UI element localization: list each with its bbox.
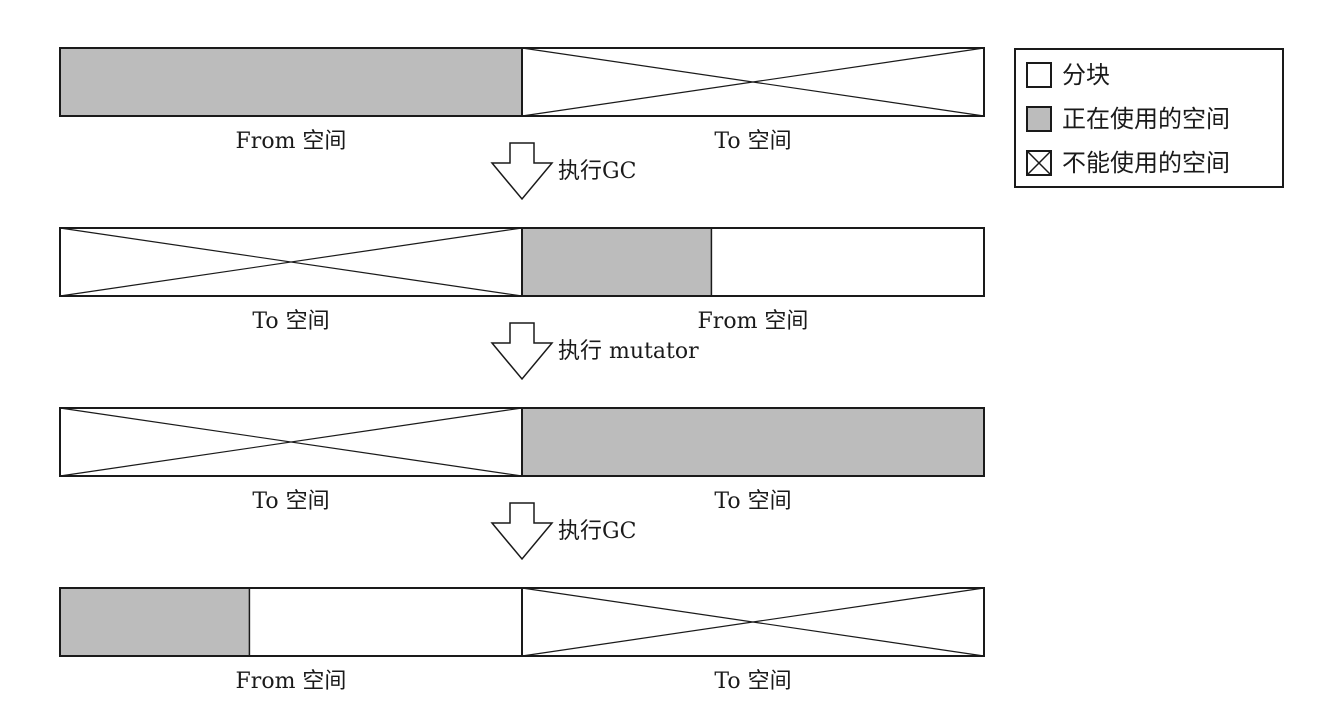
row-2-left-label: To 空间: [252, 309, 329, 334]
down-arrow-icon: [490, 142, 554, 201]
row-1-right-cross-line-b: [521, 47, 985, 117]
row-4-left-used-region: [60, 588, 250, 656]
legend-label-unusable: 不能使用的空间: [1062, 149, 1230, 177]
transition-label-3: 执行GC: [558, 519, 636, 544]
down-arrow-icon: [490, 322, 554, 381]
row-1-left-label: From 空间: [236, 129, 347, 154]
legend-label-block: 分块: [1062, 61, 1110, 89]
transition-label-1: 执行GC: [558, 159, 636, 184]
row-4-right-label: To 空间: [714, 669, 791, 694]
legend-label-used: 正在使用的空间: [1062, 105, 1230, 133]
row-1-left-used-region: [60, 48, 522, 116]
row-1-right-label: To 空间: [714, 129, 791, 154]
unusable-space-swatch-icon: [1026, 150, 1052, 176]
legend-item-used: 正在使用的空间: [1026, 104, 1230, 134]
row-3-left-cross-line-b: [59, 407, 523, 477]
transition-label-2: 执行 mutator: [558, 339, 699, 364]
legend-item-unusable: 不能使用的空间: [1026, 148, 1230, 178]
row-4-left-label: From 空间: [236, 669, 347, 694]
legend-item-block: 分块: [1026, 60, 1110, 90]
empty-block-swatch-icon: [1026, 62, 1052, 88]
row-3-right-label: To 空间: [714, 489, 791, 514]
semispace-diagram: From 空间 To 空间 To 空间 From 空间 To 空间 To 空间 From 空…: [59, 47, 985, 694]
row-3-right-used-region: [522, 408, 984, 476]
down-arrow-icon: [490, 502, 554, 561]
row-2-right-label: From 空间: [698, 309, 809, 334]
row-3-left-label: To 空间: [252, 489, 329, 514]
row-2-left-cross-line-b: [59, 227, 523, 297]
row-2-right-used-region: [522, 228, 712, 296]
used-space-swatch-icon: [1026, 106, 1052, 132]
row-4-right-cross-line-b: [521, 587, 985, 657]
legend: 分块 正在使用的空间 不能使用的空间: [1014, 48, 1284, 188]
